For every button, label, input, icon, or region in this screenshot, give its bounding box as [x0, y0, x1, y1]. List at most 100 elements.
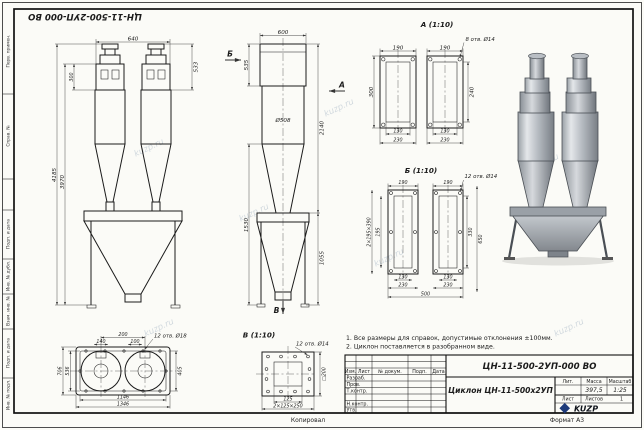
side-dimensions: 600 535 Ø508 2140 1055 1530 — [244, 30, 325, 306]
direction-arrows: Б А В — [225, 50, 345, 315]
dim-label: 1530 — [244, 217, 250, 232]
tb-row-razrab: Разраб. — [347, 375, 366, 381]
scale-value: 1:25 — [613, 387, 627, 394]
dim-label: 640 — [128, 37, 139, 43]
dim-label: 230 — [440, 138, 449, 144]
margin-label: Перв. примен. — [5, 35, 11, 68]
dim-label: 1346 — [117, 402, 129, 408]
designation: ЦН-11-500-2УП-000 ВО — [483, 362, 597, 372]
margin-label: Взам. инв. № — [5, 296, 11, 326]
dim-label: □200 — [321, 367, 327, 381]
technical-notes: 1. Все размеры для справок, допустимые о… — [346, 335, 553, 351]
dim-label: 190 — [398, 180, 407, 186]
designation-rotated: ЦН-11-500-2УП-000 ВО — [28, 11, 142, 21]
direction-label-v: В — [274, 306, 280, 315]
dim-label: 500 — [421, 292, 430, 298]
view-a-label: А (1:10) — [420, 20, 454, 29]
view-front: 640 4185 3970 300 533 — [52, 37, 199, 309]
kuzp-logo-icon — [559, 402, 571, 414]
dim-label: 240 — [469, 86, 475, 97]
view-a-outline — [379, 50, 464, 134]
view-v-outline — [256, 346, 316, 400]
view-plan: 200 140 100 12 отв. Ø18 706 536 405 1146… — [57, 332, 187, 409]
dim-label: 130 — [440, 129, 449, 135]
dim-label: 330 — [468, 227, 474, 236]
holes-note: 8 отв. Ø14 — [466, 36, 496, 43]
dim-label: 1055 — [319, 250, 325, 265]
lit-label: Лит. — [562, 379, 573, 385]
plan-dimensions: 200 140 100 12 отв. Ø18 706 536 405 1146… — [57, 332, 187, 409]
view-v: В (1:10) 12 отв. Ø14 □200 125 2×125×250 — [243, 331, 329, 411]
tb-col-date: Дата — [432, 369, 444, 375]
margin-label: Инв. № дубл. — [4, 261, 11, 291]
view-b-label: Б (1:10) — [405, 166, 437, 175]
scale-label: Масштаб — [609, 379, 632, 385]
dim-label: 1146 — [117, 395, 129, 401]
dim-label: 130 — [443, 275, 452, 281]
direction-label-b: Б — [227, 50, 233, 59]
margin-label: Подп. и дата — [5, 338, 11, 368]
dim-label: 230 — [443, 283, 452, 289]
sheet-label: Лист — [562, 397, 574, 403]
dim-label: 300 — [369, 86, 375, 97]
copied-label: Копировал — [291, 417, 325, 424]
tb-col-list: Лист — [358, 369, 370, 375]
view-side: 600 535 Ø508 2140 1055 1530 Б А В — [225, 30, 345, 315]
dim-label: 3970 — [60, 174, 66, 189]
dim-label: 200 — [118, 332, 127, 338]
direction-label-a: А — [338, 81, 345, 90]
sheets-value: 1 — [620, 397, 623, 403]
dim-label: 650 — [478, 234, 484, 243]
dim-label: 300 — [69, 72, 75, 81]
dim-label: 130 — [393, 129, 402, 135]
dim-label: 706 — [57, 366, 63, 375]
mass-value: 397,5 — [585, 387, 602, 394]
view-a: А (1:10) 190 190 8 отв. Ø14 300 240 — [369, 20, 496, 145]
holes-note: 12 отв. Ø14 — [296, 341, 329, 348]
plan-outline — [70, 345, 176, 397]
tb-row-tkontr: Т.контр. — [346, 388, 368, 394]
tb-col-docnum: № докум. — [378, 369, 402, 375]
dim-label: 2140 — [319, 120, 325, 135]
view-a-dimensions: 190 190 8 отв. Ø14 300 240 130 230 130 2… — [369, 36, 496, 145]
dim-label: 405 — [177, 366, 183, 375]
tb-row-prov: Пров. — [347, 382, 361, 388]
render-shadow — [502, 256, 614, 266]
margin-label: Справ. № — [5, 125, 11, 147]
dim-label: 600 — [278, 30, 289, 36]
format-label: Формат А3 — [550, 417, 584, 424]
margin-label: Инв. № подл. — [5, 380, 11, 410]
tb-row-nkontr: Н.контр. — [347, 401, 368, 407]
dim-label: 535 — [244, 59, 250, 70]
dim-label: Ø508 — [274, 117, 291, 124]
front-outline — [83, 43, 183, 309]
front-dimensions: 640 4185 3970 300 533 — [52, 37, 199, 306]
view-b: Б (1:10) 190 190 12 отв. Ø14 2×195×390 1… — [366, 166, 498, 299]
dim-label: 190 — [393, 46, 404, 52]
drawing-title: Циклон ЦН-11-500х2УП — [448, 386, 553, 395]
dim-label: 2×125×250 — [273, 404, 302, 410]
dim-label: 195 — [376, 227, 382, 236]
title-block: Изм. Лист № докум. Подп. Дата Разраб. Пр… — [344, 354, 634, 414]
dim-label: 140 — [96, 339, 105, 345]
tb-row-utv: Утв. — [347, 408, 357, 414]
dim-label: 230 — [398, 283, 407, 289]
mass-label: Масса — [586, 379, 601, 385]
dim-label: 125 — [283, 397, 292, 403]
dim-label: 2×195×390 — [366, 217, 372, 246]
dim-label: 100 — [130, 339, 139, 345]
sheets-label: Листов — [585, 397, 603, 403]
view-v-dimensions: 12 отв. Ø14 □200 125 2×125×250 — [261, 341, 329, 411]
tb-col-sign: Подп. — [412, 369, 427, 375]
dim-label: 230 — [393, 138, 402, 144]
dim-label: 190 — [440, 46, 451, 52]
view-b-outline — [387, 185, 464, 279]
view-v-label: В (1:10) — [243, 331, 275, 340]
dim-label: 4185 — [52, 167, 58, 182]
tb-col-izm: Изм. — [345, 369, 356, 375]
note-line: 1. Все размеры для справок, допустимые о… — [346, 335, 553, 342]
dim-label: 533 — [193, 61, 199, 72]
holes-note: 12 отв. Ø14 — [465, 173, 498, 180]
